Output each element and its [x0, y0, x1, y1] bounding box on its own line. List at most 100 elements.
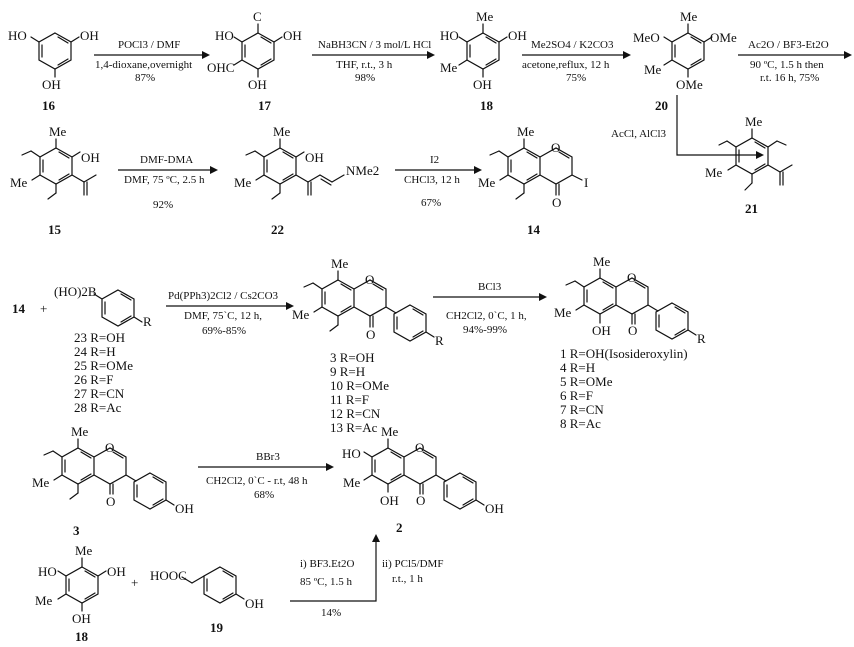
atom-label: O — [627, 270, 636, 285]
atom-label: HO — [342, 446, 361, 461]
reaction-step-2: NaBH3CN / 3 mol/L HCl THF, r.t., 3 h 98% — [312, 39, 435, 84]
arrow-head — [286, 302, 294, 310]
ring-19 — [203, 566, 237, 604]
atom-label: O — [366, 327, 375, 342]
atom-label: HO — [8, 28, 27, 43]
atom-label: C — [253, 9, 262, 24]
reagent-label: Ac2O / BF3-Et2O — [748, 39, 829, 51]
compound-15: Me OH Me 15 — [10, 124, 100, 237]
atom-label: HO — [215, 28, 234, 43]
compound-19: HOOC OH 19 — [150, 566, 264, 635]
compound-number: 3 — [73, 523, 80, 538]
ring-16 — [38, 32, 72, 70]
yield-label: 67% — [421, 197, 441, 209]
reagent-label: I2 — [430, 154, 439, 166]
condition-label: CH2Cl2, 0`C, 1 h, — [446, 310, 527, 322]
compound-number: 14 — [12, 301, 26, 316]
atom-label: OH — [245, 596, 264, 611]
atom-label: OH — [508, 28, 527, 43]
compound-2: Me HO O Me OH O OH 2 — [342, 424, 504, 535]
atom-label: OH — [283, 28, 302, 43]
aryl-ring — [443, 472, 477, 510]
substituent-row: 24 R=H — [74, 344, 116, 359]
condition-label: r.t., 1 h — [392, 573, 423, 585]
reaction-step-4: Ac2O / BF3-Et2O 90 ºC, 1.5 h then r.t. 1… — [738, 39, 852, 84]
atom-label: OH — [248, 77, 267, 92]
atom-label: O — [106, 494, 115, 509]
atom-label: I — [584, 175, 588, 190]
atom-label: O — [628, 323, 637, 338]
reaction-step-8: Pd(PPh3)2Cl2 / Cs2CO3 DMF, 75`C, 12 h, 6… — [166, 290, 294, 337]
plus-sign: + — [40, 301, 47, 316]
reaction-step-7: I2 CHCl3, 12 h 67% — [395, 154, 482, 209]
atom-label: OHC — [207, 60, 234, 75]
arrow-head — [372, 534, 380, 542]
compound-number: 18 — [75, 629, 89, 644]
compound-18: Me HO OH Me OH 18 — [440, 9, 527, 113]
atom-label: O — [416, 493, 425, 508]
compound-number: 2 — [396, 520, 403, 535]
compound-3: Me O Me O OH 3 — [32, 424, 194, 538]
benzo-ring — [583, 277, 617, 315]
atom-label: Me — [35, 593, 53, 608]
atom-label: Me — [71, 424, 89, 439]
reagent-label: i) BF3.Et2O — [300, 558, 354, 570]
atom-label: OH — [592, 323, 611, 338]
yield-label: 92% — [153, 199, 173, 211]
reaction-arrow — [676, 95, 758, 156]
reagent-label: Pd(PPh3)2Cl2 / Cs2CO3 — [168, 290, 279, 302]
substituent-row: 3 R=OH — [330, 350, 375, 365]
condition-label: 90 ºC, 1.5 h then — [750, 59, 824, 71]
substituent-row: 8 R=Ac — [560, 416, 601, 431]
arrow-head — [326, 463, 334, 471]
pyranone-ring — [615, 277, 649, 315]
arrow-head — [539, 293, 547, 301]
substituent-row: 4 R=H — [560, 360, 595, 375]
atom-label: Me — [680, 9, 698, 24]
ring-boronic — [101, 289, 135, 327]
benzo-ring — [61, 447, 95, 485]
reaction-step-10: BBr3 CH2Cl2, 0`C - r.t, 48 h 68% — [198, 451, 334, 501]
ring-20 — [671, 32, 705, 70]
arrow-head — [756, 151, 764, 159]
reagent-label: AcCl, AlCl3 — [611, 128, 667, 140]
condition-label: DMF, 75`C, 12 h, — [184, 310, 262, 322]
atom-label: Me — [10, 175, 28, 190]
compound-14: Me O I Me O 14 — [478, 124, 588, 237]
atom-label: OH — [42, 77, 61, 92]
atom-label: Me — [331, 256, 349, 271]
reagent-label: NaBH3CN / 3 mol/L HCl — [318, 39, 431, 51]
atom-label: Me — [745, 114, 763, 129]
substituent-row: 26 R=F — [74, 372, 113, 387]
arrow-head — [427, 51, 435, 59]
condition-label: 1,4-dioxane,overnight — [95, 59, 192, 71]
atom-label: Me — [517, 124, 535, 139]
substituent-row: 27 R=CN — [74, 386, 125, 401]
substituent-row: 9 R=H — [330, 364, 365, 379]
atom-label: OH — [175, 501, 194, 516]
atom-label: Me — [234, 175, 252, 190]
condition-label: CH2Cl2, 0`C - r.t, 48 h — [206, 475, 308, 487]
compound-17: C HO OH OHC OH 17 — [207, 9, 302, 113]
compound-22: Me OH Me NMe2 22 — [234, 124, 379, 237]
compound-21: Me Me 21 — [705, 114, 793, 216]
compounds-3-13: Me O Me O R 3 R=OH 9 R=H 10 R=OMe 11 R=F… — [292, 256, 444, 435]
compound-number: 14 — [527, 222, 541, 237]
compound-number: 18 — [480, 98, 494, 113]
substituent-row: 5 R=OMe — [560, 374, 613, 389]
atom-label: R — [143, 314, 152, 329]
pyranone-ring — [353, 279, 387, 317]
reaction-step-5: AcCl, AlCl3 — [611, 95, 764, 159]
atom-label: R — [697, 331, 706, 346]
compound-18-bottom: Me HO OH Me OH 18 — [35, 543, 126, 644]
atom-label: Me — [292, 307, 310, 322]
reagent-label: POCl3 / DMF — [118, 39, 180, 51]
reaction-step-6: DMF-DMA DMF, 75 ºC, 2.5 h 92% — [118, 154, 218, 211]
atom-label: HOOC — [150, 568, 187, 583]
substituent-row: 1 R=OH(Isosideroxylin) — [560, 346, 688, 361]
reaction-step-9: BCl3 CH2Cl2, 0`C, 1 h, 94%-99% — [433, 281, 547, 336]
reaction-step-11: i) BF3.Et2O 85 ºC, 1.5 h 14% ii) PCl5/DM… — [290, 534, 443, 619]
atom-label: HO — [38, 564, 57, 579]
